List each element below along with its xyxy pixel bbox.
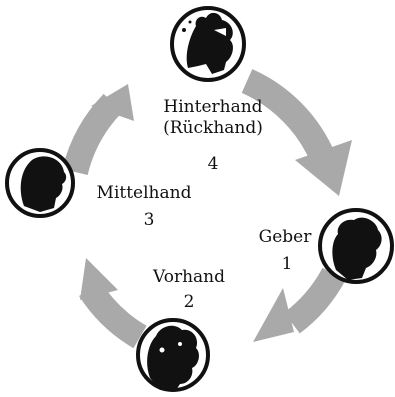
number-hinterhand: 4 <box>207 154 219 174</box>
label-hinterhand: Hinterhand <box>163 97 263 117</box>
forehand-face-icon <box>136 318 210 392</box>
arrow-vorhand-to-mittelhand <box>79 258 147 349</box>
dealer-face-icon <box>318 208 394 284</box>
arrow-hinterhand-to-geber <box>241 69 352 196</box>
number-vorhand: 2 <box>183 292 195 312</box>
arrow-mittelhand-to-hinterhand <box>62 84 134 176</box>
label-mittelhand: Mittelhand <box>96 183 192 203</box>
label-vorhand: Vorhand <box>153 267 225 287</box>
label-rueckhand: (Rückhand) <box>163 118 263 138</box>
label-geber: Geber <box>258 227 312 247</box>
number-mittelhand: 3 <box>143 210 155 230</box>
arrow-geber-to-vorhand <box>253 267 346 342</box>
rearhand-face-icon <box>170 6 246 82</box>
number-geber: 1 <box>281 254 293 274</box>
middlehand-face-icon <box>5 148 75 218</box>
